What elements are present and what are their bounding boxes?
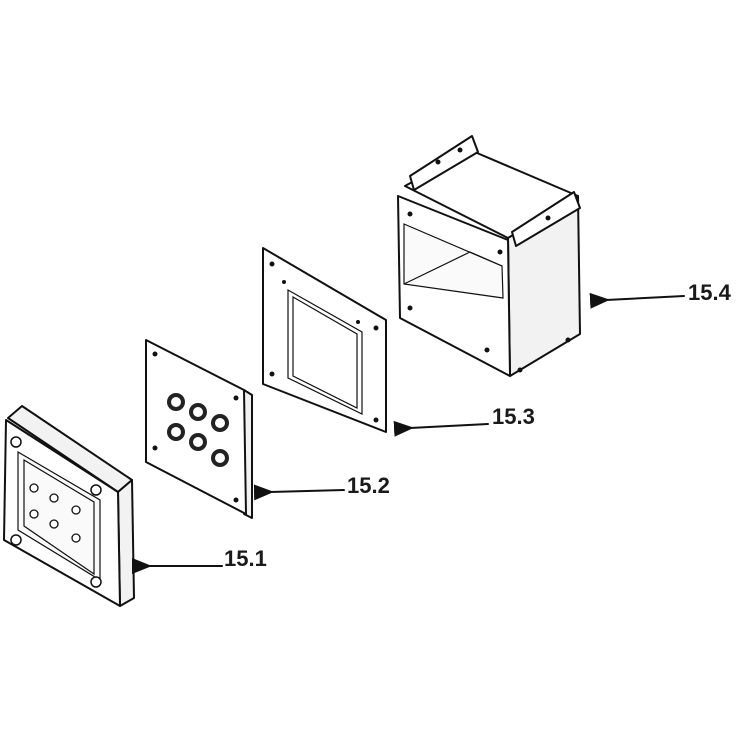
arrow-part-2 xyxy=(253,484,345,501)
part-label-15-3: 15.3 xyxy=(492,404,535,429)
part-label-15-2: 15.2 xyxy=(347,473,390,498)
gasket-frame xyxy=(262,247,387,433)
back-box xyxy=(397,135,581,377)
push-button-group xyxy=(167,393,229,467)
part-label-15-1: 15.1 xyxy=(224,546,267,571)
part-label-15-4: 15.4 xyxy=(688,280,731,305)
button-plate xyxy=(145,339,253,519)
front-cover xyxy=(3,405,135,607)
arrow-part-3 xyxy=(393,420,489,437)
arrow-part-4 xyxy=(589,292,685,309)
